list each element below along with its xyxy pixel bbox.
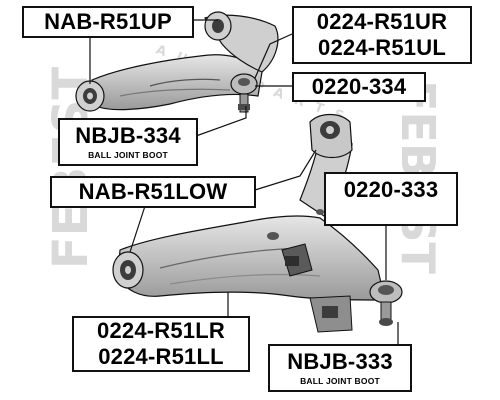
- label-nab-r51low: NAB-R51LOW: [50, 176, 256, 208]
- label-0220-333: 0220-333: [324, 172, 458, 226]
- upper-rear-bushing: [204, 11, 232, 41]
- part-number-nbjb-333: NBJB-333: [287, 348, 393, 374]
- label-nbjb-333: NBJB-333 BALL JOINT BOOT: [268, 344, 412, 392]
- label-0224-r51lr-ll: 0224-R51LR 0224-R51LL: [72, 316, 250, 372]
- label-nab-r51up: NAB-R51UP: [22, 6, 194, 38]
- lower-arm-bracket: [309, 295, 353, 333]
- part-number-nab-r51up: NAB-R51UP: [44, 9, 172, 34]
- lower-arm-shock-mount: [281, 243, 313, 277]
- caption-ball-joint-boot-upper: BALL JOINT BOOT: [88, 149, 168, 160]
- part-number-0224-r51ll: 0224-R51LL: [98, 344, 224, 369]
- part-number-0220-334: 0220-334: [311, 74, 407, 99]
- upper-front-bushing: [75, 80, 105, 112]
- lower-rear-bushing: [309, 113, 353, 159]
- part-number-0220-333: 0220-333: [343, 177, 439, 202]
- lower-ball-joint: [369, 280, 403, 326]
- label-nbjb-334: NBJB-334 BALL JOINT BOOT: [58, 118, 198, 166]
- leader-lines: [89, 19, 399, 344]
- part-number-0224-r51ur: 0224-R51UR: [316, 9, 448, 34]
- label-0224-r51ur-ul: 0224-R51UR 0224-R51UL: [292, 6, 472, 64]
- caption-ball-joint-boot-lower: BALL JOINT BOOT: [300, 375, 380, 386]
- part-number-nab-r51low: NAB-R51LOW: [78, 179, 228, 204]
- lower-front-bushing: [112, 251, 144, 289]
- label-0220-334: 0220-334: [292, 72, 426, 102]
- upper-control-arm: [91, 14, 279, 111]
- part-number-0224-r51lr: 0224-R51LR: [97, 318, 225, 343]
- part-number-nbjb-334: NBJB-334: [75, 122, 181, 148]
- upper-ball-joint: [230, 73, 258, 113]
- part-number-0224-r51ul: 0224-R51UL: [318, 35, 446, 60]
